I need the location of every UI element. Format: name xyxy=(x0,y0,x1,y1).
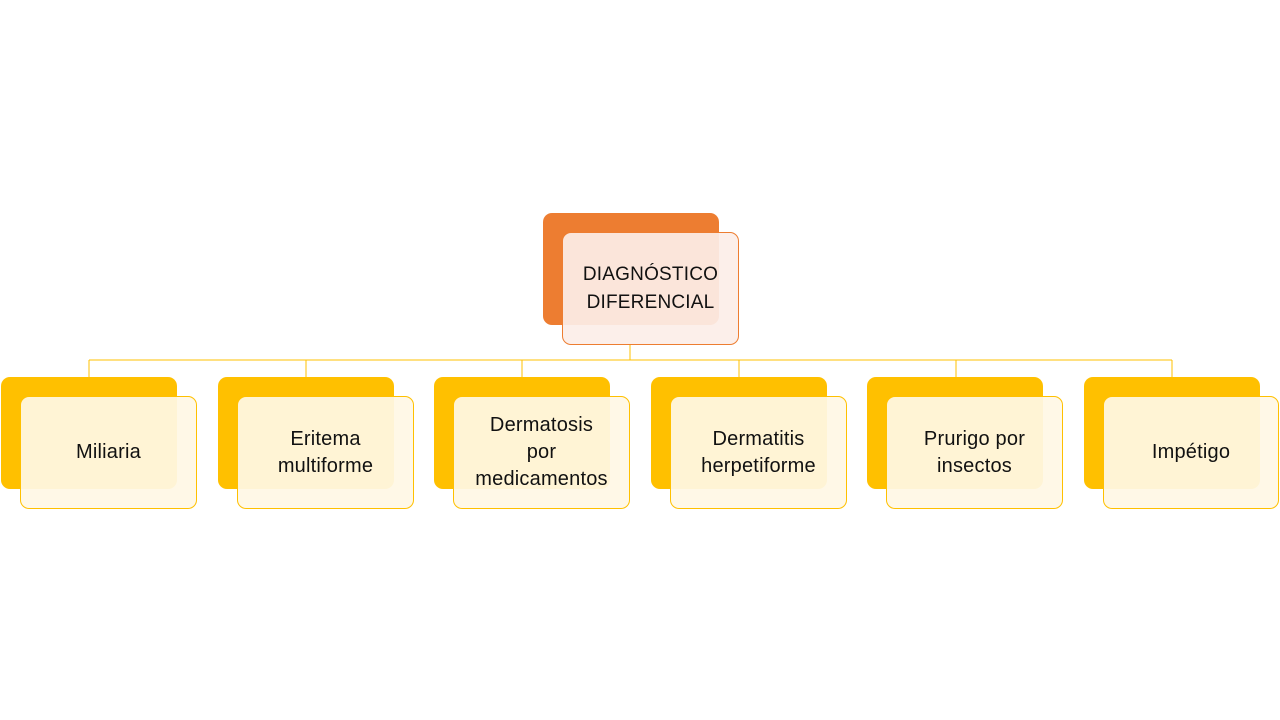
child-node-label: Prurigo por insectos xyxy=(923,427,1026,477)
child-node-label: Miliaria xyxy=(76,441,141,463)
root-node-label: DIAGNÓSTICO DIFERENCIAL xyxy=(582,263,719,313)
root-node: DIAGNÓSTICO DIFERENCIAL xyxy=(562,232,739,345)
child-node-miliaria: Miliaria xyxy=(20,396,197,509)
child-node-dermatitis-herpetiforme: Dermatitis herpetiforme xyxy=(670,396,847,509)
child-node-dermatosis-por-medicamentos: Dermatosis por medicamentos xyxy=(453,396,630,509)
child-node-eritema-multiforme: Eritema multiforme xyxy=(237,396,414,509)
child-node-prurigo-por-insectos: Prurigo por insectos xyxy=(886,396,1063,509)
child-node-impetigo: Impétigo xyxy=(1103,396,1279,509)
child-node-label: Impétigo xyxy=(1151,441,1231,463)
child-node-label: Eritema multiforme xyxy=(277,427,374,477)
child-node-label: Dermatosis por medicamentos xyxy=(475,414,608,490)
child-node-label: Dermatitis herpetiforme xyxy=(701,427,816,477)
